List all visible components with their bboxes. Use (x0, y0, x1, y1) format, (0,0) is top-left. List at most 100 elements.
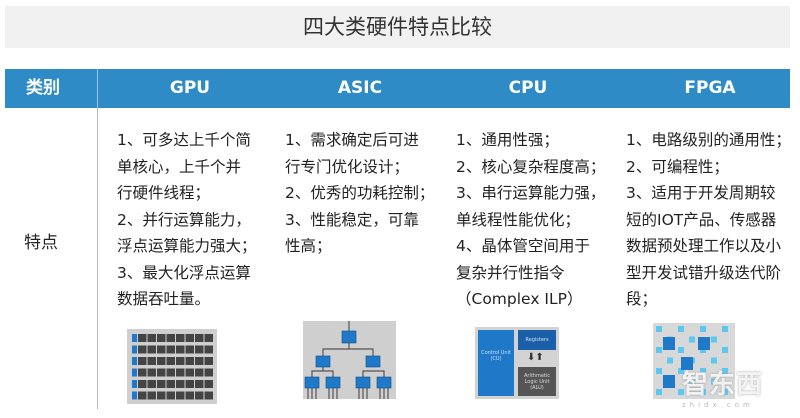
header-gpu: GPU (169, 78, 211, 98)
asic-tree-illustration (303, 321, 396, 399)
gpu-core (185, 357, 194, 365)
fpga-cell (711, 357, 717, 364)
control-unit-block: Control Unit (CU) (478, 330, 514, 396)
gpu-core (166, 380, 175, 388)
gpu-core (176, 368, 185, 377)
gpu-core (166, 368, 175, 377)
feature-line: 行专门优化设计； (285, 157, 410, 176)
feature-line: 单核心，上千个并 (117, 157, 242, 176)
feature-line: 浮点运算能力强大； (117, 237, 257, 255)
fpga-cell (656, 347, 662, 353)
asic-features: 1、需求确定后可进 行专门优化设计； 2、优秀的功耗控制； 3、性能稳定，可靠 … (285, 127, 434, 260)
feature-line: 型开发试错升级迭代阶 (626, 263, 782, 282)
feature-line: 2、并行运算能力， (117, 210, 251, 229)
fpga-cell (678, 347, 684, 353)
header-asic: ASIC (337, 78, 383, 98)
fpga-cell (711, 336, 717, 343)
watermark-url: zhidx.com (682, 401, 754, 409)
gpu-core (195, 368, 204, 377)
feature-line: 性高； (285, 237, 332, 255)
feature-line: 1、通用性强； (456, 131, 559, 149)
alu-block: Arithmetic Logic Unit (ALU) (518, 367, 556, 396)
gpu-core (195, 380, 204, 388)
gpu-core (195, 357, 204, 365)
header-category: 类别 (26, 78, 60, 98)
feature-line: 2、优秀的功耗控制； (285, 184, 435, 202)
cpu-features: 1、通用性强； 2、核心复杂程度高； 3、串行运算能力强， 单线程性能优化； 4… (456, 127, 605, 313)
feature-line: 数据预处理工作以及小 (626, 237, 782, 255)
fpga-cell (689, 378, 695, 385)
gpu-core (138, 391, 147, 400)
gpu-core (138, 345, 147, 354)
gpu-core-control (132, 357, 137, 365)
fpga-cell (722, 347, 728, 353)
gpu-core (195, 334, 204, 342)
gpu-core (166, 391, 175, 400)
fpga-features: 1、电路级别的通用性； 2、可编程性； 3、适用于开发周期较 短的IOT产品、传… (626, 127, 791, 313)
gpu-core-control (132, 368, 137, 377)
gpu-core (195, 391, 204, 400)
gpu-core (138, 380, 147, 388)
gpu-core (138, 334, 147, 342)
registers-block: Registers (518, 330, 556, 350)
feature-line: 1、可多达上千个简 (117, 131, 251, 149)
fpga-cell (656, 368, 662, 374)
arrows-icon: ⬇⬆ (527, 352, 544, 363)
gpu-core (204, 345, 213, 354)
feature-line: 段； (626, 290, 658, 308)
feature-line: 3、串行运算能力强， (456, 184, 606, 202)
fpga-cell (678, 389, 684, 395)
table-header: 类别 GPU ASIC CPU FPGA (5, 69, 790, 108)
feature-line: 2、可编程性； (626, 157, 729, 176)
fpga-cell (667, 357, 673, 364)
fpga-grid-illustration (653, 323, 735, 399)
gpu-core (185, 345, 194, 354)
fpga-cell (689, 336, 695, 343)
fpga-cell (711, 378, 717, 385)
gpu-core (147, 345, 156, 354)
gpu-core (147, 368, 156, 377)
gpu-core-control (132, 391, 137, 400)
gpu-core (157, 368, 166, 377)
feature-line: 3、适用于开发周期较 (626, 184, 776, 202)
fpga-cell (722, 326, 728, 332)
fpga-cell (678, 368, 684, 374)
page-title: 四大类硬件特点比较 (5, 6, 790, 48)
feature-line: 1、电路级别的通用性； (626, 131, 791, 149)
gpu-core (176, 334, 185, 342)
gpu-core (204, 357, 213, 365)
gpu-core (176, 391, 185, 400)
gpu-core (147, 391, 156, 400)
feature-line: 1、需求确定后可进 (285, 131, 419, 149)
gpu-core (157, 357, 166, 365)
gpu-core (157, 380, 166, 388)
gpu-core (204, 391, 213, 400)
fpga-cell (722, 368, 728, 374)
gpu-core (176, 357, 185, 365)
header-fpga: FPGA (684, 78, 736, 98)
fpga-cell (722, 389, 728, 395)
gpu-core (204, 368, 213, 377)
gpu-core (185, 380, 194, 388)
gpu-core (157, 345, 166, 354)
fpga-cell (700, 326, 706, 332)
feature-line: 复杂并行性指令 (456, 263, 565, 282)
gpu-core (204, 334, 213, 342)
gpu-core (166, 357, 175, 365)
header-divider (97, 69, 98, 108)
gpu-core (185, 368, 194, 377)
gpu-core (157, 334, 166, 342)
cpu-architecture-illustration: Control Unit (CU) Registers ⬇⬆ Arithmeti… (475, 327, 559, 399)
gpu-core (195, 345, 204, 354)
gpu-core (204, 380, 213, 388)
feature-line: 行硬件线程； (117, 184, 211, 202)
feature-line: 3、性能稳定，可靠 (285, 210, 419, 229)
fpga-cell (678, 326, 684, 332)
gpu-features: 1、可多达上千个简 单核心，上千个并 行硬件线程； 2、并行运算能力， 浮点运算… (117, 127, 257, 313)
header-cpu: CPU (508, 78, 548, 98)
gpu-core-control (132, 334, 137, 342)
gpu-core (185, 391, 194, 400)
gpu-core (157, 391, 166, 400)
gpu-core (147, 357, 156, 365)
gpu-core-control (132, 380, 137, 388)
